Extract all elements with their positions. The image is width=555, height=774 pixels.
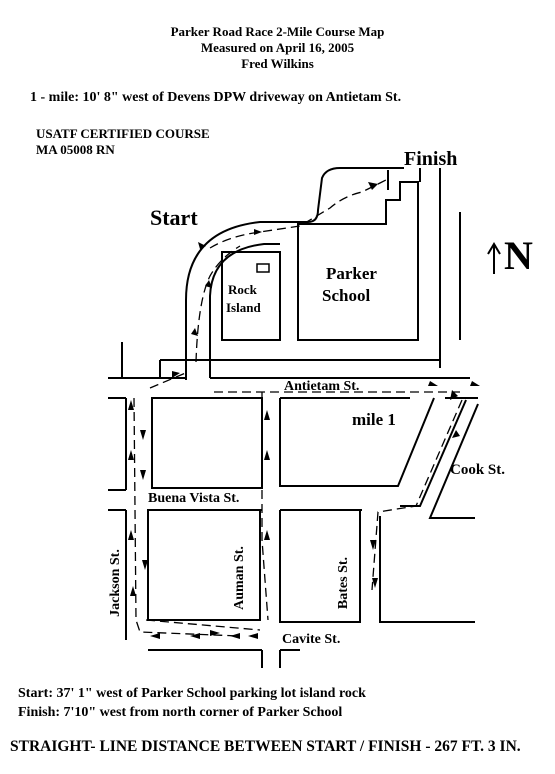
auman-st-label: Auman St. [231,546,247,610]
jackson-st-label: Jackson St. [107,549,123,617]
measured-date: Measured on April 16, 2005 [200,40,355,55]
distance-note: STRAIGHT- LINE DISTANCE BETWEEN START / … [10,738,521,755]
north-label: N [504,233,533,278]
mile-marker-label: mile 1 [352,410,396,429]
course-route [133,179,463,637]
map-title: Parker Road Race 2-Mile Course Map [170,24,385,39]
one-mile-note: 1 - mile: 10' 8" west of Devens DPW driv… [30,90,402,105]
author-name: Fred Wilkins [241,56,314,71]
rock-island-label-2: Island [226,300,261,315]
finish-note: Finish: 7'10" west from north corner of … [18,705,343,720]
finish-label: Finish [404,148,458,170]
parker-school-label-1: Parker [326,264,377,283]
cavite-st-label: Cavite St. [282,632,341,647]
certification-line-1: USATF CERTIFIED COURSE [36,126,210,141]
start-note: Start: 37' 1" west of Parker School park… [18,686,366,701]
parker-school-label-2: School [322,286,371,305]
route-arrows [128,182,480,639]
bates-st-label: Bates St. [336,556,352,610]
north-arrow-icon [487,242,501,274]
island-rock [256,263,270,273]
buena-vista-st-label: Buena Vista St. [148,491,240,506]
start-label: Start [150,205,198,230]
antietam-st-label: Antietam St. [284,379,360,394]
street-outlines [108,167,479,668]
certification-line-2: MA 05008 RN [36,142,115,157]
cook-st-label: Cook St. [450,462,506,478]
rock-island-label-1: Rock [228,282,257,297]
